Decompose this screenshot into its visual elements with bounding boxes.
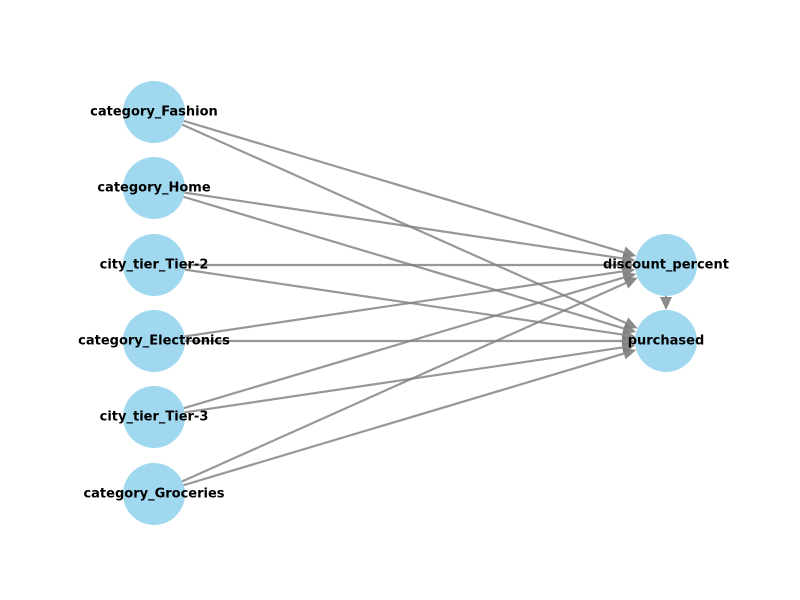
node-purchased: purchased: [628, 310, 705, 372]
edge-line: [183, 352, 625, 487]
node-label: category_Groceries: [83, 487, 224, 502]
node-city-tier-tier-2: city_tier_Tier-2: [100, 234, 209, 296]
edge-line: [183, 119, 625, 254]
edge-category-fashion-to-discount-percent: [183, 119, 637, 259]
edge-discount-percent-to-purchased: [660, 296, 672, 310]
edge-line: [181, 123, 627, 325]
edge-line: [184, 191, 623, 260]
node-discount-percent: discount_percent: [603, 234, 729, 296]
node-circle: [123, 157, 185, 219]
edge-category-home-to-discount-percent: [184, 191, 636, 265]
edge-city-tier-tier-2-to-discount-percent: [185, 259, 635, 271]
arrowhead: [660, 297, 672, 310]
node-category-fashion: category_Fashion: [90, 81, 218, 143]
arrowhead: [622, 347, 637, 360]
edge-line: [183, 195, 625, 330]
node-circle: [635, 310, 697, 372]
node-city-tier-tier-3: city_tier_Tier-3: [100, 386, 209, 448]
edge-line: [183, 276, 625, 410]
edge-category-groceries-to-purchased: [183, 347, 637, 487]
node-label: purchased: [628, 334, 705, 349]
node-category-home: category_Home: [97, 157, 211, 219]
node-label: category_Electronics: [78, 334, 230, 349]
node-label: category_Home: [97, 181, 210, 196]
node-circle: [123, 310, 185, 372]
arrowhead: [623, 277, 638, 289]
node-circle: [123, 234, 185, 296]
node-circle: [123, 81, 185, 143]
edge-line: [184, 268, 623, 336]
node-label: city_tier_Tier-2: [100, 258, 209, 273]
edge-line: [184, 346, 623, 414]
node-label: city_tier_Tier-3: [100, 410, 209, 425]
edge-line: [181, 281, 627, 483]
node-category-groceries: category_Groceries: [83, 463, 225, 525]
edge-category-groceries-to-discount-percent: [181, 277, 638, 483]
nodes-layer: category_Fashion category_Home city_tier_T…: [78, 81, 729, 525]
node-circle: [123, 386, 185, 448]
node-circle: [123, 463, 185, 525]
edges-layer: [181, 119, 672, 487]
node-label: category_Fashion: [90, 105, 218, 120]
node-category-electronics: category_Electronics: [78, 310, 230, 372]
node-label: discount_percent: [603, 258, 729, 273]
edge-line: [184, 270, 623, 338]
node-circle: [635, 234, 697, 296]
edge-city-tier-tier-3-to-purchased: [184, 341, 636, 414]
